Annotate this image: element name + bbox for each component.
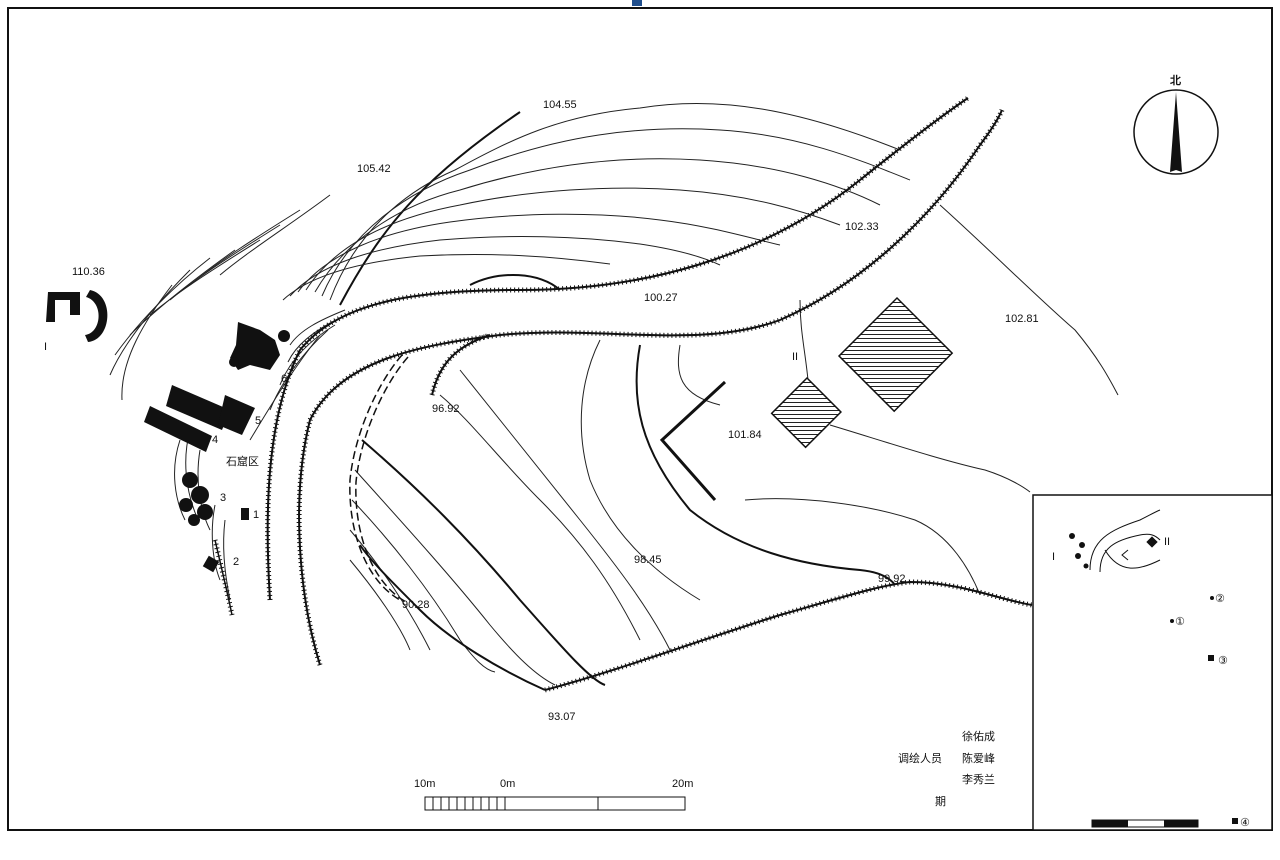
surveyor-credits: 调绘人员 徐佑成 陈爱峰 李秀兰 期 (898, 729, 995, 808)
elevation-label: 104.55 (543, 99, 577, 111)
scale-label-left: 10m (414, 778, 435, 790)
hatched-building-small (770, 376, 843, 449)
grotto-number: 3 (220, 492, 226, 504)
inset-point-label: ① (1175, 615, 1185, 628)
grotto-area-label: 石窟区 (226, 454, 259, 468)
north-label: 北 (1170, 73, 1181, 87)
inset-point-label: ③ (1218, 654, 1228, 667)
elevation-label: 90.28 (402, 599, 430, 611)
elevation-label: 102.33 (845, 221, 879, 233)
elevation-label: 96.92 (432, 403, 460, 415)
elevation-label: 105.42 (357, 163, 391, 175)
elevation-label: 110.36 (72, 266, 105, 278)
valley-contours (349, 204, 1119, 686)
elevation-label: 99.92 (878, 573, 906, 585)
hatched-building-large (837, 296, 954, 413)
elevation-label: 101.84 (728, 429, 762, 441)
inset-site-label: I (1052, 551, 1055, 563)
elevation-label: 100.27 (644, 292, 678, 304)
elevation-labels: 110.36 105.42 104.55 102.33 100.27 102.8… (72, 99, 1039, 723)
inset-site-label: II (1164, 536, 1170, 548)
elevation-label: 98.45 (634, 554, 662, 566)
scale-label-right: 20m (672, 778, 693, 790)
date-label: 期 (935, 795, 946, 808)
scale-bar: 10m 0m 20m (414, 778, 693, 811)
scale-label-zero: 0m (500, 778, 515, 790)
contour-lines (109, 102, 911, 601)
inset-point-label: ④ (1240, 816, 1250, 829)
north-arrow: 北 (1133, 73, 1219, 175)
ridge-mark: II (792, 351, 798, 363)
map-frame (7, 7, 1273, 831)
top-marker (632, 0, 642, 6)
grotto-number: 5 (255, 415, 261, 427)
grotto-number: 6 (281, 373, 287, 385)
surveyor-name: 陈爱峰 (962, 751, 995, 765)
surveyor-name: 徐佑成 (962, 729, 995, 743)
inset-map: I II ② ① ③ ④ (1032, 494, 1273, 831)
elevation-label: 93.07 (548, 711, 576, 723)
ridge-mark: I (44, 341, 47, 353)
grotto-number: 2 (233, 556, 239, 568)
grotto-number: 1 (253, 509, 259, 521)
site-features (46, 290, 954, 573)
road-banks (212, 95, 1033, 693)
surveyor-label: 调绘人员 (898, 751, 942, 765)
inset-point-label: ② (1215, 592, 1225, 605)
grotto-labels: 石窟区 1 2 3 4 5 6 I II (44, 341, 798, 568)
elevation-label: 102.81 (1005, 313, 1039, 325)
surveyor-name: 李秀兰 (962, 772, 995, 786)
grotto-number: 4 (212, 434, 218, 446)
